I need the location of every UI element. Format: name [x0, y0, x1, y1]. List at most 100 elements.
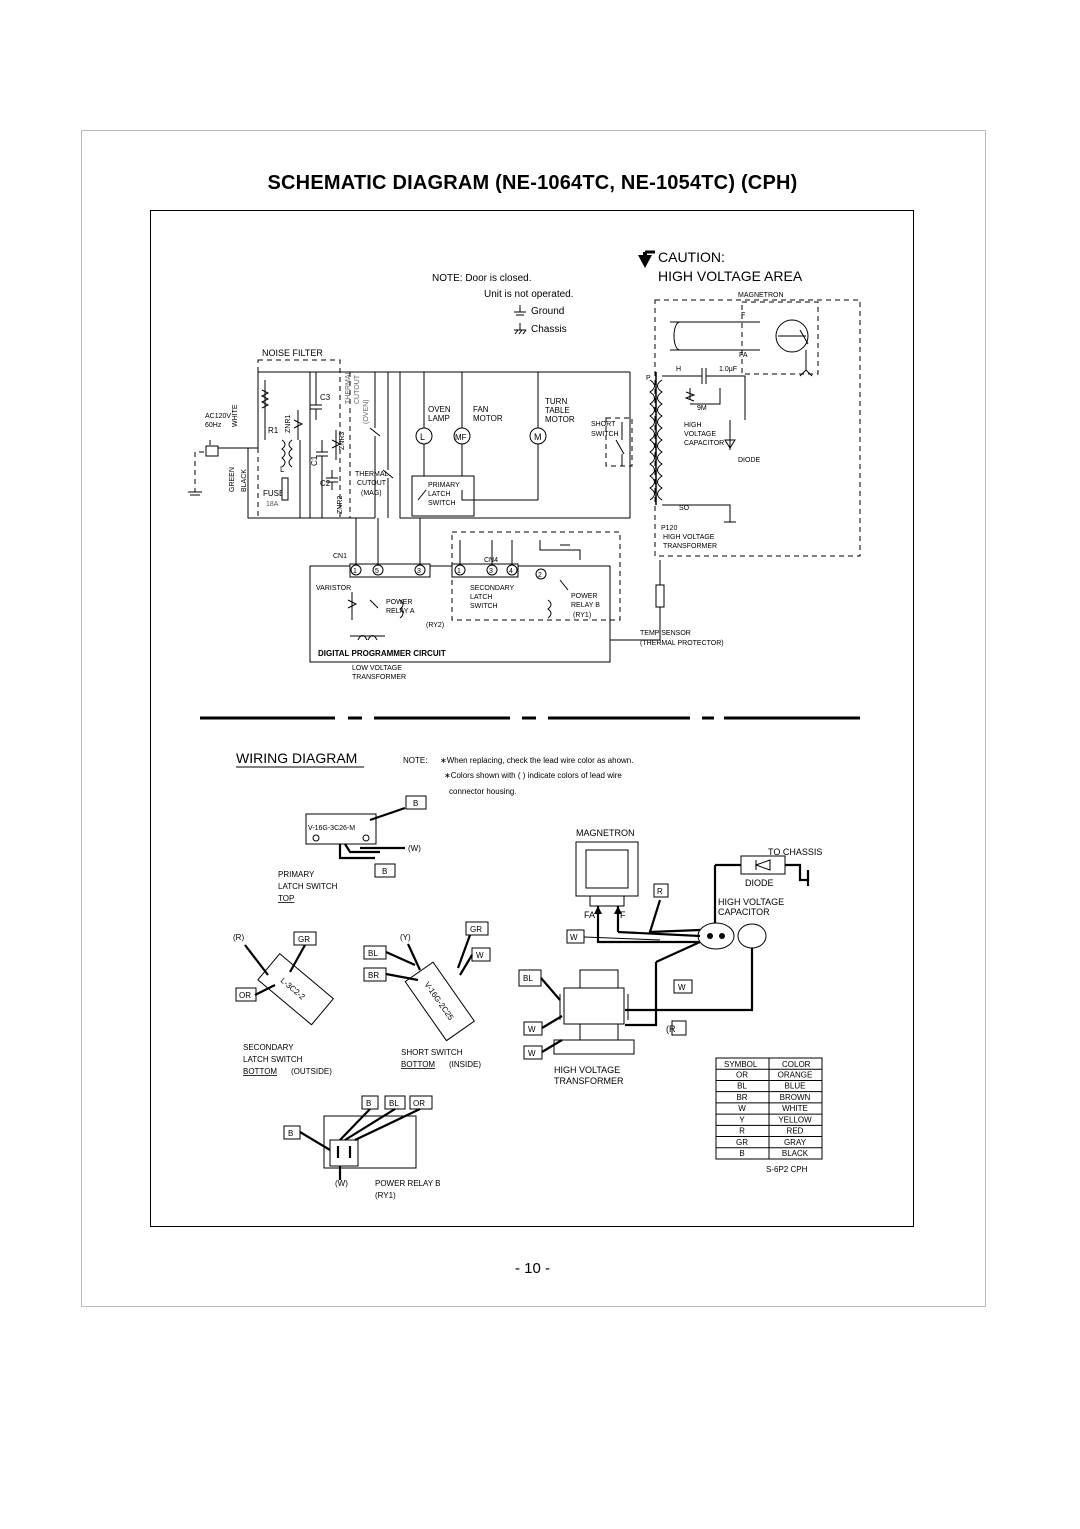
fan-motor-line1: FAN	[473, 405, 489, 414]
thermal-cutouts: THERMAL CUTOUT (OVEN) THERMAL CUTOUT (MA…	[345, 370, 394, 518]
c1-capacitor-icon	[316, 440, 328, 470]
turn-table-motor-symbol: M	[534, 432, 542, 442]
hv-capacitor-line3: CAPACITOR	[684, 440, 724, 447]
color-table-color: BLUE	[785, 1082, 806, 1091]
color-table-color: BLACK	[782, 1149, 809, 1158]
short-switch-line1: SHORT	[591, 421, 616, 428]
diode-icon	[724, 420, 736, 450]
high-voltage-area-label: HIGH VOLTAGE AREA	[658, 268, 803, 284]
secondary-side-note: (OUTSIDE)	[291, 1067, 332, 1076]
trans-tag-r-text: R	[657, 887, 663, 896]
noise-filter-section: NOISE FILTER AC120V 60Hz WHITE GREEN BLA…	[188, 348, 630, 519]
schematic-note: NOTE: Door is closed. Unit is not operat…	[432, 273, 574, 335]
thermal-cutout-oven-line2: CUTOUT	[354, 374, 361, 404]
znr1-varistor-icon	[293, 410, 304, 440]
oven-lamp-line2: LAMP	[428, 414, 450, 423]
thermal-cutout-mag-line2: CUTOUT	[357, 480, 387, 487]
cn1-pin1: 1	[353, 568, 357, 575]
turn-table-line1: TURN	[545, 397, 567, 406]
thermal-cutout-mag-line1: THERMAL	[355, 471, 389, 478]
magnetron-box	[741, 301, 819, 375]
magnetron-tube-icon	[775, 319, 809, 353]
wiring-diode-body	[740, 855, 786, 875]
ground-symbol-icon	[514, 305, 526, 316]
transformer-p-label: P	[646, 375, 651, 382]
turn-table-line3: MOTOR	[545, 415, 575, 424]
short-switch-line2: SWITCH	[591, 431, 619, 438]
ac-supply-frequency: 60Hz	[205, 422, 222, 429]
primary-tag-w: (W)	[408, 844, 421, 853]
power-relay-a-icon	[369, 599, 404, 619]
transformer-so-label: SO	[679, 505, 690, 512]
secondary-latch-line2: LATCH	[470, 594, 492, 601]
wiring-note-line1: ∗When replacing, check the lead wire col…	[440, 756, 633, 765]
c2-capacitor-icon	[326, 470, 338, 490]
wire-white-label: WHITE	[232, 404, 239, 427]
primary-latch-switch-body	[305, 813, 377, 845]
high-voltage-area-border	[654, 299, 861, 557]
primary-latch-switch-box	[411, 475, 475, 517]
thermal-cutout-oven-line3: (OVEN)	[363, 400, 370, 425]
secondary-tag-or-text: OR	[239, 991, 251, 1000]
relay-label-line1: POWER RELAY B	[375, 1179, 441, 1188]
cn1-pin3: 3	[417, 568, 421, 575]
caution-header: CAUTION: HIGH VOLTAGE AREA	[638, 249, 803, 284]
wiring-note-label: NOTE:	[403, 756, 427, 765]
high-voltage-area: MAGNETRON F FA H 1.0μF 9M HIGH VOLTAGE C…	[629, 292, 861, 557]
oven-lamp-icon	[415, 427, 433, 445]
primary-latch-line3: SWITCH	[428, 500, 456, 507]
magnetron-wiring: MAGNETRON FA F TO CHASSIS DIODE HIGH VOL…	[518, 828, 822, 1086]
trans-tag-w3-text: W	[528, 1025, 536, 1034]
fan-motor-symbol: MF	[455, 433, 467, 442]
primary-side-label: TOP	[278, 894, 294, 903]
short-tag-bl-text: BL	[368, 949, 378, 958]
wiring-diode-label: DIODE	[745, 878, 774, 888]
page-number: - 10 -	[514, 1260, 550, 1277]
note-unit-not-operated: Unit is not operated.	[484, 289, 574, 300]
relay-tag-b2-text: B	[288, 1129, 293, 1138]
short-switch-wiring: (Y) GR BL W BR V-16G-2C25 SHORT SWITCH B…	[363, 921, 491, 1069]
note-door-closed: NOTE: Door is closed.	[432, 273, 531, 284]
znr2-label: ZNR2	[337, 496, 344, 514]
varistor-icon	[347, 592, 358, 620]
c1-label: C1	[310, 455, 319, 466]
magnetron-fa-label: FA	[739, 352, 748, 359]
caution-arrow-icon	[638, 255, 652, 268]
cn1-label: CN1	[333, 553, 347, 560]
trans-tag-w2	[673, 979, 693, 994]
page-title: SCHEMATIC DIAGRAM (NE-1064TC, NE-1054TC)…	[267, 172, 798, 194]
hv-capacitor-icon	[662, 368, 746, 420]
hv-cap-value: 1.0μF	[719, 366, 737, 373]
primary-part-number: V-16G-3C26-M	[308, 825, 355, 832]
diode-label: DIODE	[738, 457, 761, 464]
wiring-magnetron-label: MAGNETRON	[576, 828, 635, 838]
relay-tag-b1-text: B	[366, 1099, 371, 1108]
secondary-tag-gr-text: GR	[298, 935, 310, 944]
hv-resistor-value: 9M	[697, 405, 707, 412]
color-table-color: ORANGE	[778, 1070, 813, 1079]
color-table-symbol: W	[738, 1104, 746, 1113]
color-table-header-symbol: SYMBOL	[724, 1060, 758, 1069]
secondary-latch-line1: SECONDARY	[243, 1043, 294, 1052]
trans-tag-w1-text: W	[570, 933, 578, 942]
short-tag-br-text: BR	[368, 971, 379, 980]
c2-label: C2	[320, 479, 331, 488]
oven-lamp-line1: OVEN	[428, 405, 451, 414]
cn4-connector	[451, 563, 519, 578]
wiring-hv-capacitor-body	[697, 922, 735, 950]
wire-green-label: GREEN	[229, 467, 236, 492]
secondary-latch-line3: SWITCH	[470, 603, 498, 610]
hv-transformer-secondary-icon	[657, 379, 663, 501]
short-tag-gr	[465, 921, 489, 936]
digital-programmer-circuit: CN1 CN4 1 5 3 1 3 4 2 VARISTOR POWER REL…	[309, 518, 724, 681]
primary-latch-line1: PRIMARY	[278, 870, 315, 879]
znr3-varistor-icon	[331, 430, 342, 460]
color-table-symbol: R	[739, 1127, 745, 1136]
color-table-color: BROWN	[780, 1093, 811, 1102]
color-table-color: RED	[787, 1127, 804, 1136]
secondary-latch-switch-body: L-3C2-2	[257, 953, 335, 1026]
thermal-cutout-oven-line1: THERMAL	[345, 370, 352, 404]
cn1-pin5: 5	[375, 568, 379, 575]
color-table-symbol: BR	[736, 1093, 747, 1102]
temp-sensor-line2: (THERMAL PROTECTOR)	[640, 640, 724, 647]
